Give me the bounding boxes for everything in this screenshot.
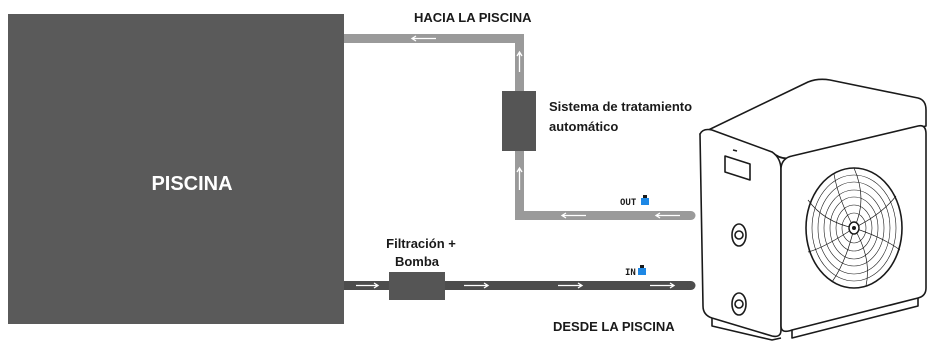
out-connector	[734, 230, 744, 240]
water-in-icon	[638, 265, 646, 275]
treatment-system-box	[502, 91, 536, 151]
pool-label: PISCINA	[151, 173, 232, 195]
arrow-left-icon	[410, 35, 436, 42]
arrow-right-icon	[558, 282, 584, 289]
filtration-label-line2: Bomba	[395, 254, 440, 269]
filtration-label-line1: Filtración +	[386, 236, 456, 251]
in-connector	[734, 299, 744, 309]
in-port-label: IN	[625, 268, 636, 278]
out-port-label: OUT	[620, 198, 637, 208]
arrow-up-icon	[516, 50, 523, 72]
to-pool-label: HACIA LA PISCINA	[414, 10, 532, 25]
arrow-up-icon	[516, 166, 523, 190]
treatment-system-label-line1: Sistema de tratamiento	[549, 99, 692, 114]
arrow-right-icon	[356, 282, 380, 289]
fan-grille	[805, 167, 903, 289]
filtration-pump-box	[389, 272, 445, 300]
arrow-right-icon	[650, 282, 676, 289]
heat-pump-unit	[699, 78, 927, 341]
arrow-left-icon	[560, 212, 586, 219]
treatment-system-label-line2: automático	[549, 119, 618, 134]
display-window	[724, 155, 751, 181]
arrow-left-icon	[654, 212, 680, 219]
supply-pipe	[344, 281, 696, 290]
flow-arrows	[356, 35, 680, 289]
arrow-right-icon	[464, 282, 490, 289]
from-pool-label: DESDE LA PISCINA	[553, 319, 675, 334]
water-out-icon	[641, 195, 649, 205]
pool-block	[8, 14, 344, 324]
